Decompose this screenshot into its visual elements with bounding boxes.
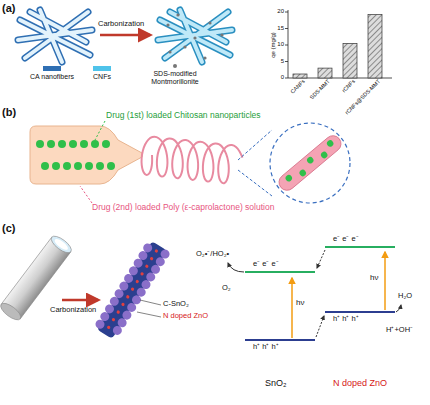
label: qe (mg/g): [270, 32, 277, 58]
legend-dot: [173, 64, 177, 68]
legend-item: CA nanofibers: [22, 66, 82, 81]
label: H⁺+OH⁻: [386, 326, 413, 335]
label: SDS-MMT: [309, 78, 332, 101]
label: Carbonization: [50, 306, 96, 315]
label: h⁺ h⁺ h⁺: [333, 315, 359, 324]
label: e⁻ e⁻ e⁻: [253, 260, 279, 269]
legend-text: SDS-modified Montmorillonite: [130, 70, 220, 86]
label: CANFs: [289, 78, 306, 95]
label: e⁻ e⁻ e⁻: [333, 235, 359, 244]
label: hν: [370, 273, 378, 282]
label: C-SnO₂: [163, 300, 189, 309]
label: Carbonization: [98, 20, 144, 29]
label: O₂•⁻/HO₂•: [196, 250, 229, 259]
label: SnO₂: [265, 378, 287, 388]
label: 20: [277, 8, 284, 15]
label: H₂O: [398, 292, 412, 301]
legend-swatch: [43, 66, 61, 71]
label: O₂: [222, 284, 231, 293]
panel-letter: (b): [2, 106, 16, 119]
label: 10: [277, 41, 284, 48]
panel-letter: (a): [2, 2, 15, 15]
label: N doped ZnO: [333, 378, 387, 388]
legend-swatch: [93, 66, 111, 71]
label: rCNFs: [341, 78, 357, 94]
label: N doped ZnO: [163, 312, 208, 321]
label: hν: [296, 298, 304, 307]
legend-text: CNFs: [82, 73, 122, 81]
label: 15: [277, 25, 284, 32]
legend-item: SDS-modified Montmorillonite: [130, 64, 220, 86]
panel-letter: (c): [2, 222, 15, 235]
label: Drug (2nd) loaded Poly (ε-caprolactone) …: [92, 203, 274, 213]
legend-item: CNFs: [82, 66, 122, 81]
label: Drug (1st) loaded Chitosan nanoparticles: [106, 111, 261, 121]
label: h⁺ h⁺ h⁺: [253, 343, 279, 352]
label: 0: [281, 74, 284, 81]
legend-text: CA nanofibers: [22, 73, 82, 81]
label: 5: [281, 58, 284, 65]
